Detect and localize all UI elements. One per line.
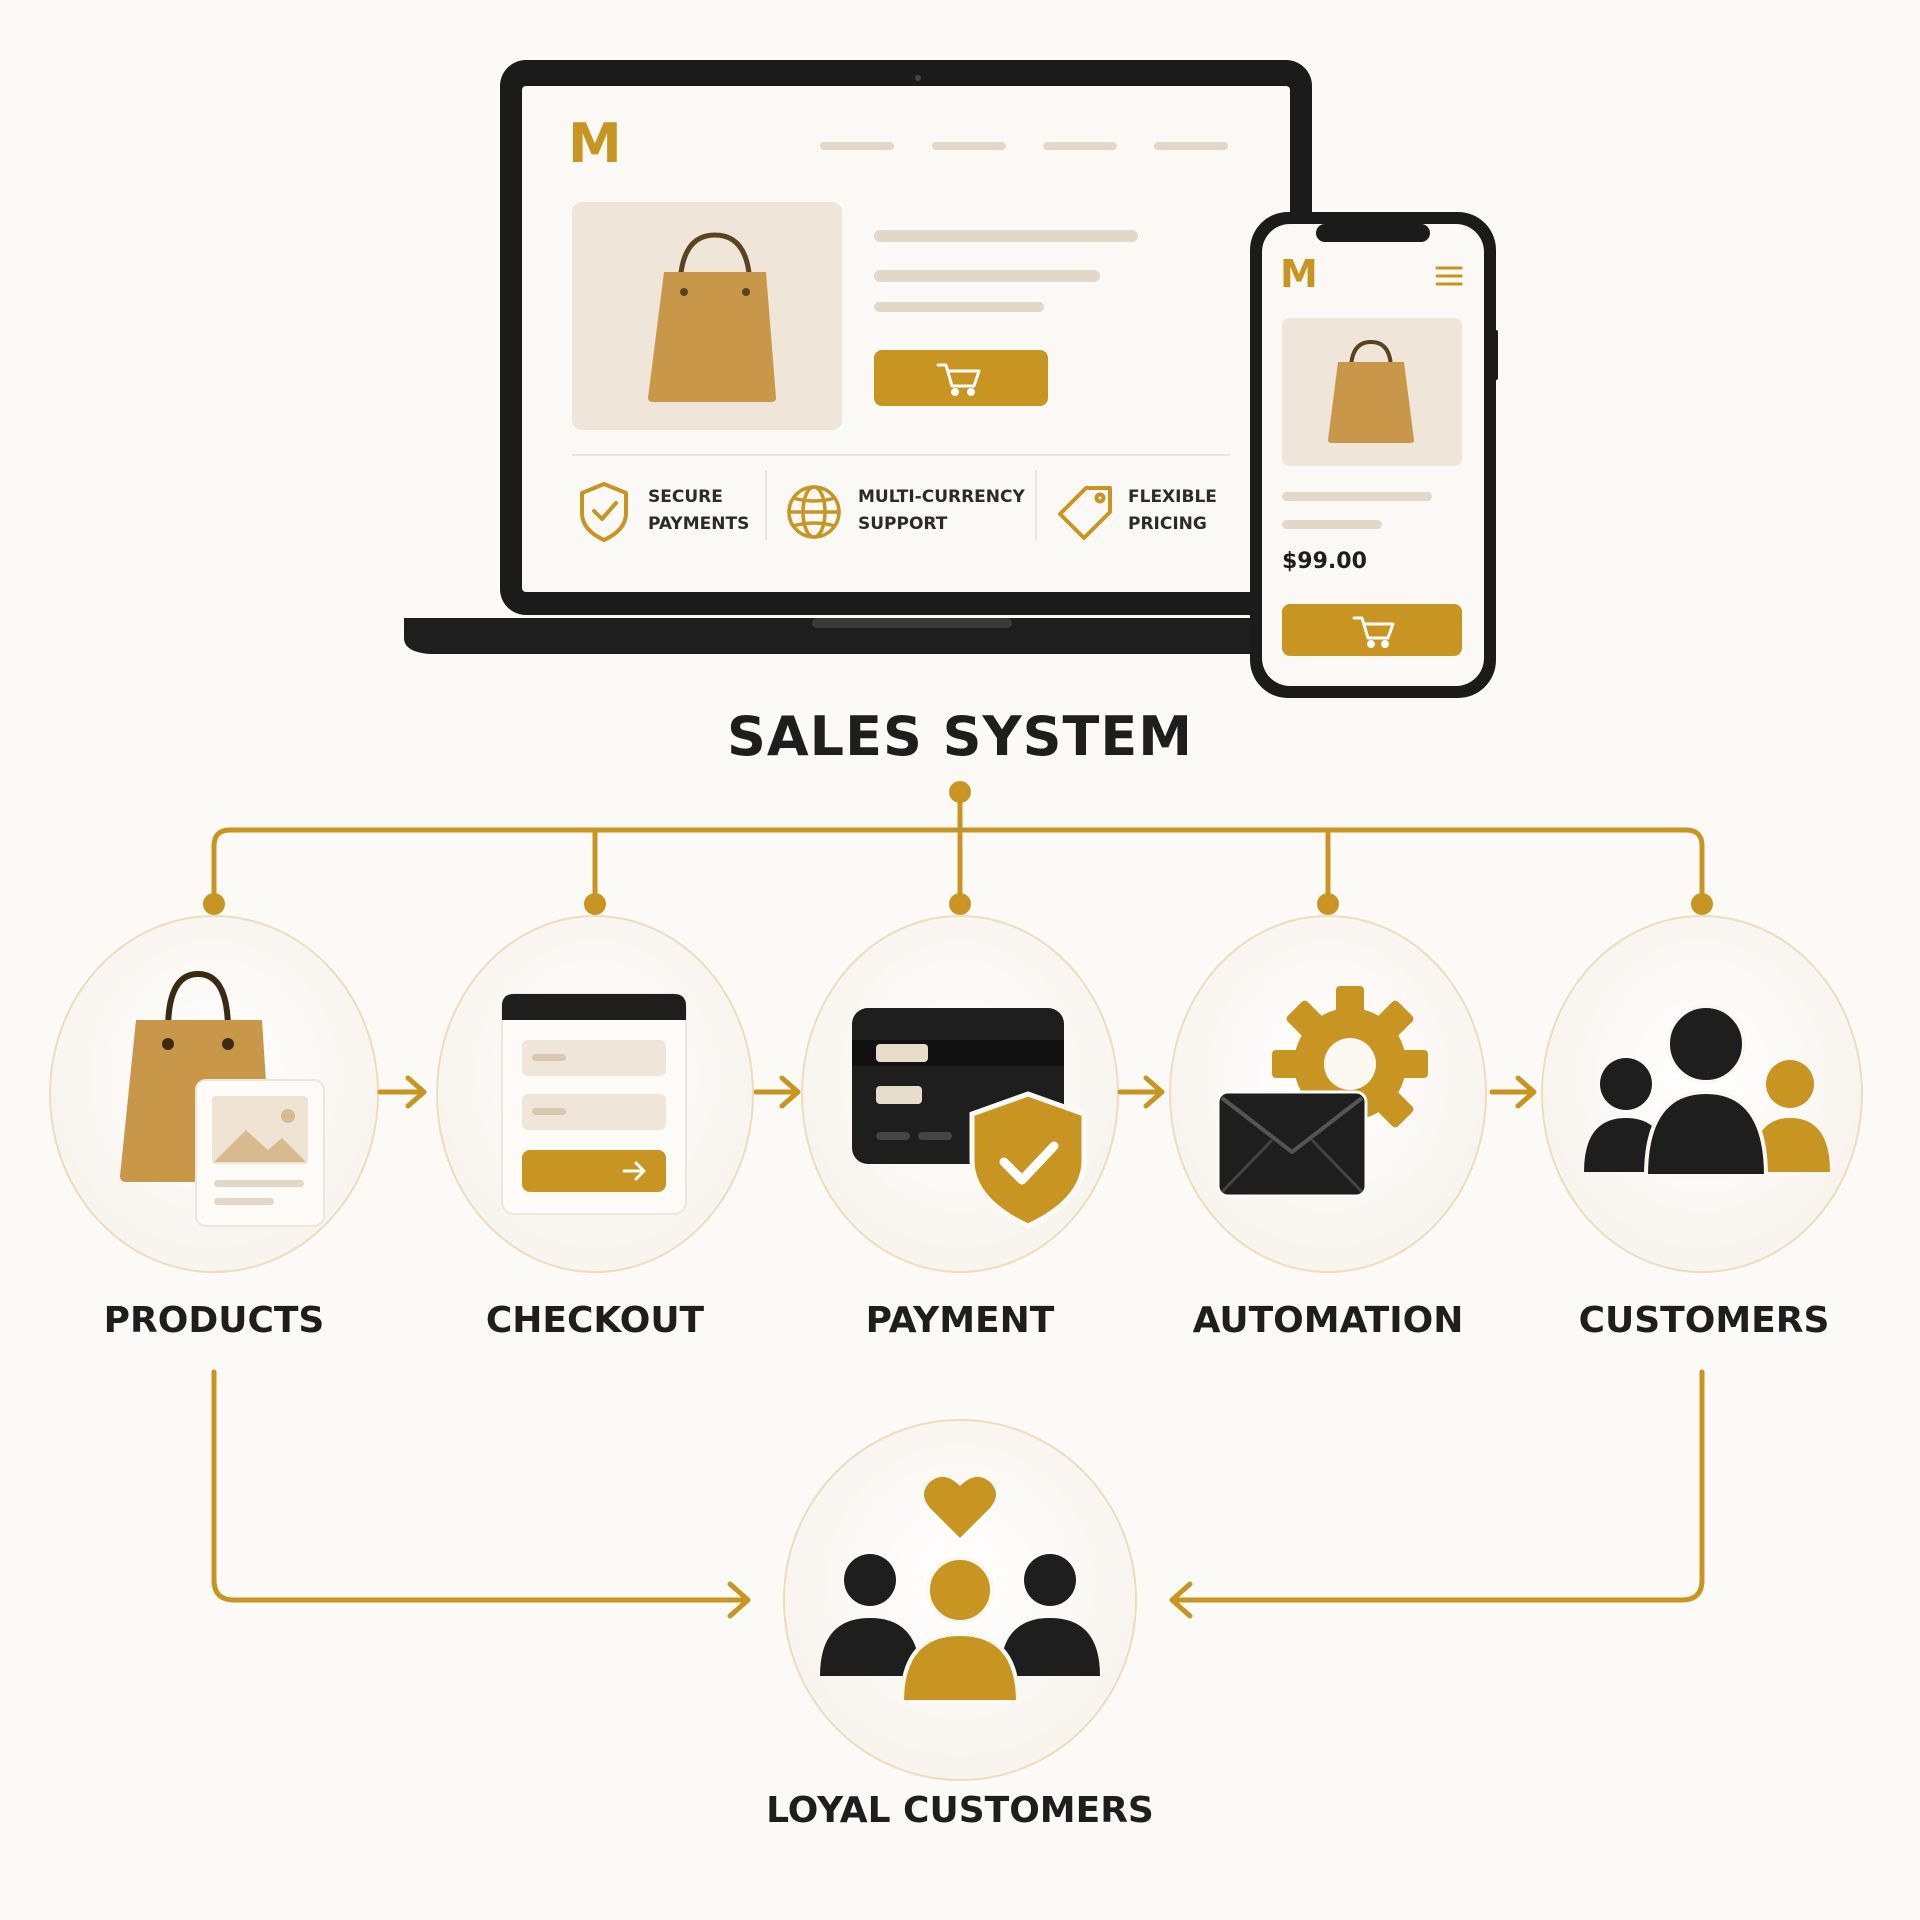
step-label-checkout: CHECKOUT bbox=[485, 1300, 705, 1341]
feature-secure-payments: SECURE PAYMENTS bbox=[648, 484, 749, 538]
return-arrows bbox=[211, 1369, 1705, 1619]
checkout-form-icon bbox=[501, 993, 687, 1215]
hamburger-menu-icon[interactable] bbox=[1435, 266, 1463, 286]
connector-nodes bbox=[203, 781, 1713, 915]
feature-line: SUPPORT bbox=[858, 514, 948, 534]
price-tag-icon bbox=[1058, 486, 1112, 540]
step-label-customers: CUSTOMERS bbox=[1578, 1300, 1830, 1341]
heart-people-icon bbox=[820, 1476, 1100, 1704]
feature-line: FLEXIBLE bbox=[1128, 487, 1217, 507]
feature-flexible-pricing: FLEXIBLE PRICING bbox=[1128, 484, 1217, 538]
step-arrows bbox=[377, 1075, 1537, 1109]
feature-line: SECURE bbox=[648, 487, 723, 507]
feature-multi-currency: MULTI-CURRENCY SUPPORT bbox=[858, 484, 1025, 538]
laptop-logo[interactable]: M bbox=[568, 112, 622, 175]
phone-bag-icon bbox=[1328, 339, 1414, 443]
diagram-title: SALES SYSTEM bbox=[726, 705, 1194, 768]
people-group-icon bbox=[1584, 1004, 1830, 1178]
step-label-payment: PAYMENT bbox=[865, 1300, 1055, 1341]
credit-card-shield-icon bbox=[852, 1008, 1087, 1229]
step-label-automation: AUTOMATION bbox=[1192, 1300, 1464, 1341]
outcome-label: LOYAL CUSTOMERS bbox=[766, 1790, 1154, 1831]
cart-icon bbox=[936, 363, 981, 396]
feature-line: MULTI-CURRENCY bbox=[858, 487, 1025, 507]
globe-icon bbox=[787, 485, 841, 539]
laptop-mockup bbox=[404, 60, 1416, 654]
phone-logo[interactable]: M bbox=[1280, 252, 1318, 296]
step-label-products: PRODUCTS bbox=[103, 1300, 325, 1341]
phone-add-to-cart-button[interactable] bbox=[1282, 604, 1462, 656]
laptop-add-to-cart-button[interactable] bbox=[874, 350, 1048, 406]
phone-mockup bbox=[1250, 212, 1498, 698]
feature-line: PAYMENTS bbox=[648, 514, 750, 534]
laptop-bag-icon bbox=[648, 232, 776, 402]
cart-icon bbox=[1352, 616, 1395, 648]
laptop-nav-lines bbox=[820, 142, 1228, 150]
feature-line: PRICING bbox=[1128, 514, 1207, 534]
phone-price: $99.00 bbox=[1282, 549, 1367, 574]
gear-envelope-icon bbox=[1216, 986, 1428, 1198]
shopping-bag-image-icon bbox=[120, 970, 325, 1227]
connector-tree bbox=[211, 789, 1705, 907]
shield-check-icon bbox=[580, 482, 628, 542]
